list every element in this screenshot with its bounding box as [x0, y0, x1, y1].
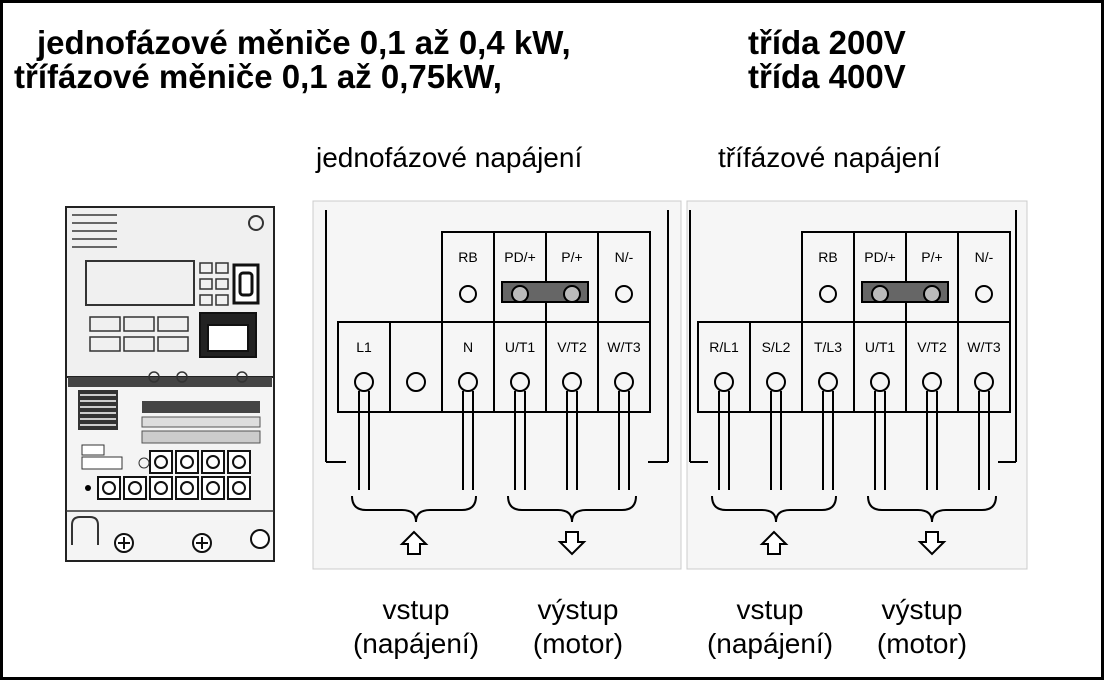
terminal-label-n: N/-: [615, 249, 634, 265]
title-line2-left: třífázové měniče 0,1 až 0,75kW,: [14, 58, 502, 95]
terminal-label-r: R/L1: [709, 339, 739, 355]
terminal-label-p: P/+: [921, 249, 942, 265]
terminal-label-v: V/T2: [917, 339, 947, 355]
terminal-label-rb: RB: [818, 249, 837, 265]
inverter-device-illustration: [65, 206, 275, 562]
title-line1-right: třída 200V: [748, 24, 906, 61]
caption-sub: (motor): [532, 628, 624, 659]
single-input-caption: vstup (napájení): [346, 593, 486, 661]
input-arrow-up-icon: [759, 530, 789, 555]
terminal-label-t: T/L3: [814, 339, 842, 355]
output-arrow-down-icon: [917, 531, 947, 556]
single-phase-terminal-diagram: RB PD/+ P/+ N/- L1 N U/T1 V/T2 W/T3: [312, 200, 682, 570]
terminal-label-w: W/T3: [967, 339, 1001, 355]
terminal-label-rb: RB: [458, 249, 477, 265]
terminal-label-pd: PD/+: [504, 249, 536, 265]
input-arrow-up-icon: [399, 530, 429, 555]
terminal-label-n-input: N: [463, 339, 473, 355]
caption-label: výstup: [537, 594, 619, 625]
three-bottom-terminals: R/L1 S/L2 T/L3 U/T1 V/T2 W/T3: [709, 339, 1001, 355]
terminal-label-pd: PD/+: [864, 249, 896, 265]
wire-leads: [351, 372, 637, 523]
terminal-label-l1: L1: [356, 339, 372, 355]
single-output-caption: výstup (motor): [508, 593, 648, 661]
single-phase-header: jednofázové napájení: [316, 142, 583, 173]
three-top-terminals: RB PD/+ P/+ N/-: [818, 249, 994, 303]
title-line1-left: jednofázové měniče 0,1 až 0,4 kW,: [37, 24, 571, 61]
terminal-label-w: W/T3: [607, 339, 641, 355]
caption-sub: (motor): [876, 628, 968, 659]
terminal-label-u: U/T1: [505, 339, 536, 355]
three-phase-header: třífázové napájení: [718, 142, 941, 173]
three-phase-terminal-diagram: RB PD/+ P/+ N/- R/L1 S/L2 T/L3 U/T1 V/T2…: [686, 200, 1028, 570]
output-arrow-down-icon: [557, 531, 587, 556]
title-line2-right: třída 400V: [748, 58, 906, 95]
terminal-label-n: N/-: [975, 249, 994, 265]
caption-sub: (napájení): [706, 628, 834, 659]
terminal-label-v: V/T2: [557, 339, 587, 355]
three-output-caption: výstup (motor): [852, 593, 992, 661]
terminal-label-p: P/+: [561, 249, 582, 265]
wire-leads: [711, 372, 997, 523]
terminal-label-u: U/T1: [865, 339, 896, 355]
single-top-terminals: RB PD/+ P/+ N/-: [458, 249, 634, 303]
single-bottom-terminals: L1 N U/T1 V/T2 W/T3: [356, 339, 641, 355]
caption-label: vstup: [736, 594, 804, 625]
three-input-caption: vstup (napájení): [700, 593, 840, 661]
caption-label: vstup: [382, 594, 450, 625]
terminal-label-s: S/L2: [762, 339, 791, 355]
caption-sub: (napájení): [352, 628, 480, 659]
caption-label: výstup: [881, 594, 963, 625]
